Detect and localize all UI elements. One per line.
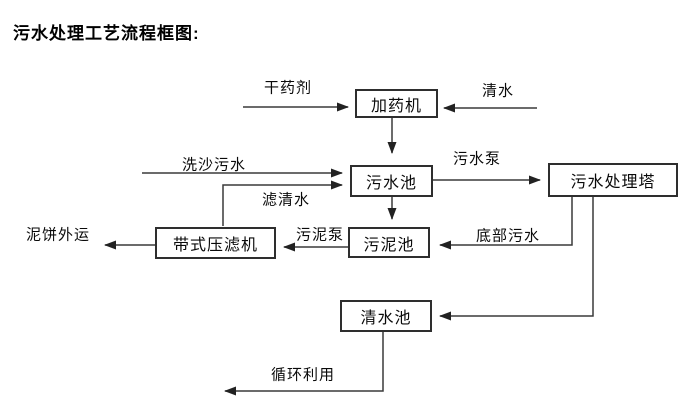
label-dry-agent: 干药剂 (263, 79, 313, 97)
label-filtered-water: 滤清水 (261, 191, 311, 209)
node-clean-water-pool: 清水池 (340, 300, 432, 332)
arrow-clean-pool-to-recycle (224, 332, 384, 396)
label-mud-cake-out: 泥饼外运 (25, 226, 91, 244)
label-recycle: 循环利用 (270, 366, 336, 384)
arrow-tower-to-clean-pool (439, 197, 594, 321)
node-treatment-tower: 污水处理塔 (548, 163, 678, 197)
node-dosing-machine: 加药机 (355, 89, 438, 118)
node-belt-filter-press: 带式压滤机 (155, 227, 276, 259)
arrow-filter-press-to-sewage-pool (222, 180, 343, 226)
label-sand-washing-sewage: 洗沙污水 (181, 156, 247, 174)
label-sludge-pump: 污泥泵 (295, 226, 345, 244)
arrow-tower-to-sludge-pool (439, 197, 573, 250)
node-sludge-pool: 污泥池 (348, 227, 430, 258)
label-clean-water: 清水 (481, 82, 515, 100)
node-sewage-pool: 污水池 (350, 165, 433, 197)
label-bottom-sewage: 底部污水 (475, 227, 541, 245)
label-sewage-pump: 污水泵 (452, 150, 502, 168)
page-title: 污水处理工艺流程框图: (13, 24, 200, 43)
